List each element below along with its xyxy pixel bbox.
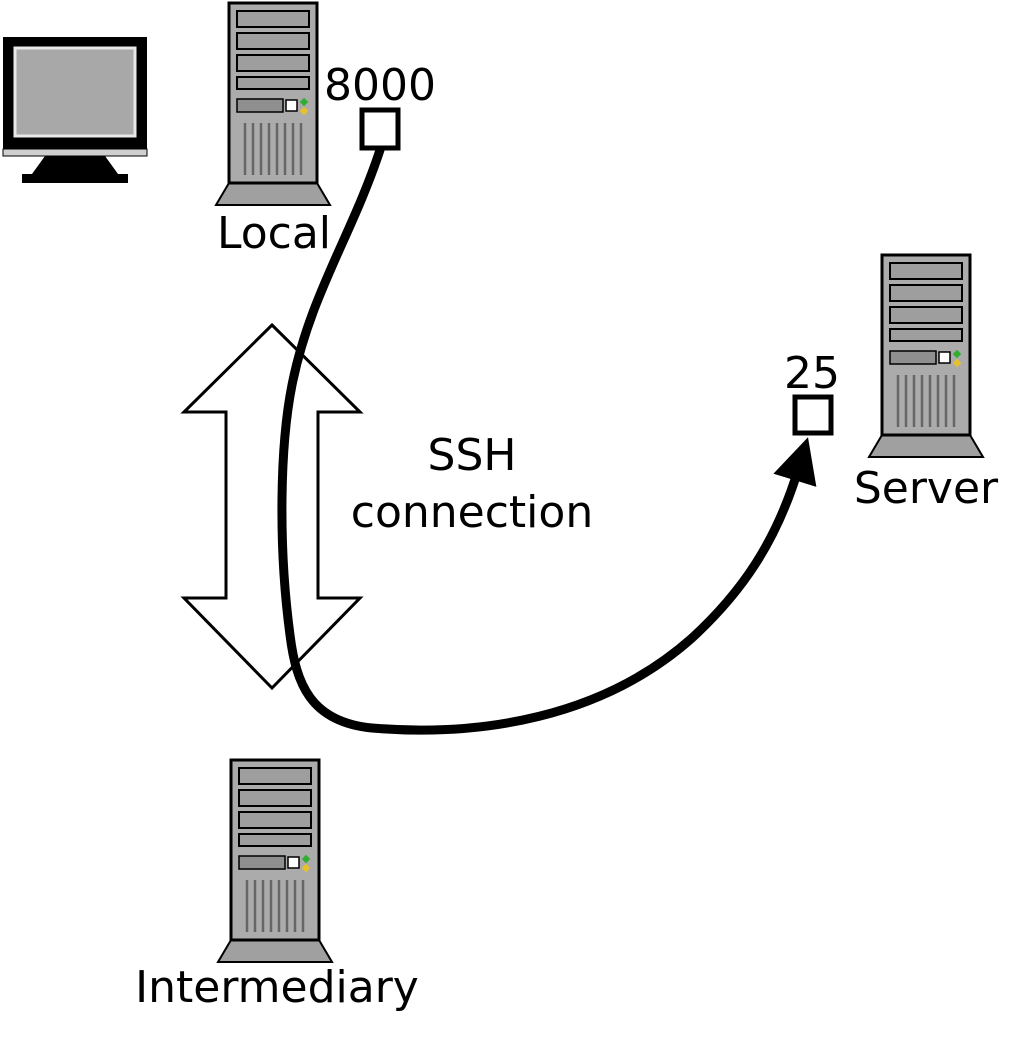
ssh-connection-label-line2: connection [351,487,593,538]
port-25-box [792,394,834,436]
ssh-double-arrow-icon [180,322,364,691]
intermediary-label: Intermediary [135,962,419,1013]
intermediary-tower-icon [216,758,334,964]
ssh-connection-label-line1: SSH [428,430,517,481]
local-tower-icon [214,1,332,207]
port-25-label: 25 [784,348,840,399]
server-label: Server [854,463,999,514]
port-8000-label: 8000 [324,60,436,111]
monitor-icon [2,37,148,183]
port-8000-box [359,107,401,151]
server-tower-icon [867,253,985,459]
local-label: Local [217,208,331,259]
tunnel-cable [277,145,817,735]
